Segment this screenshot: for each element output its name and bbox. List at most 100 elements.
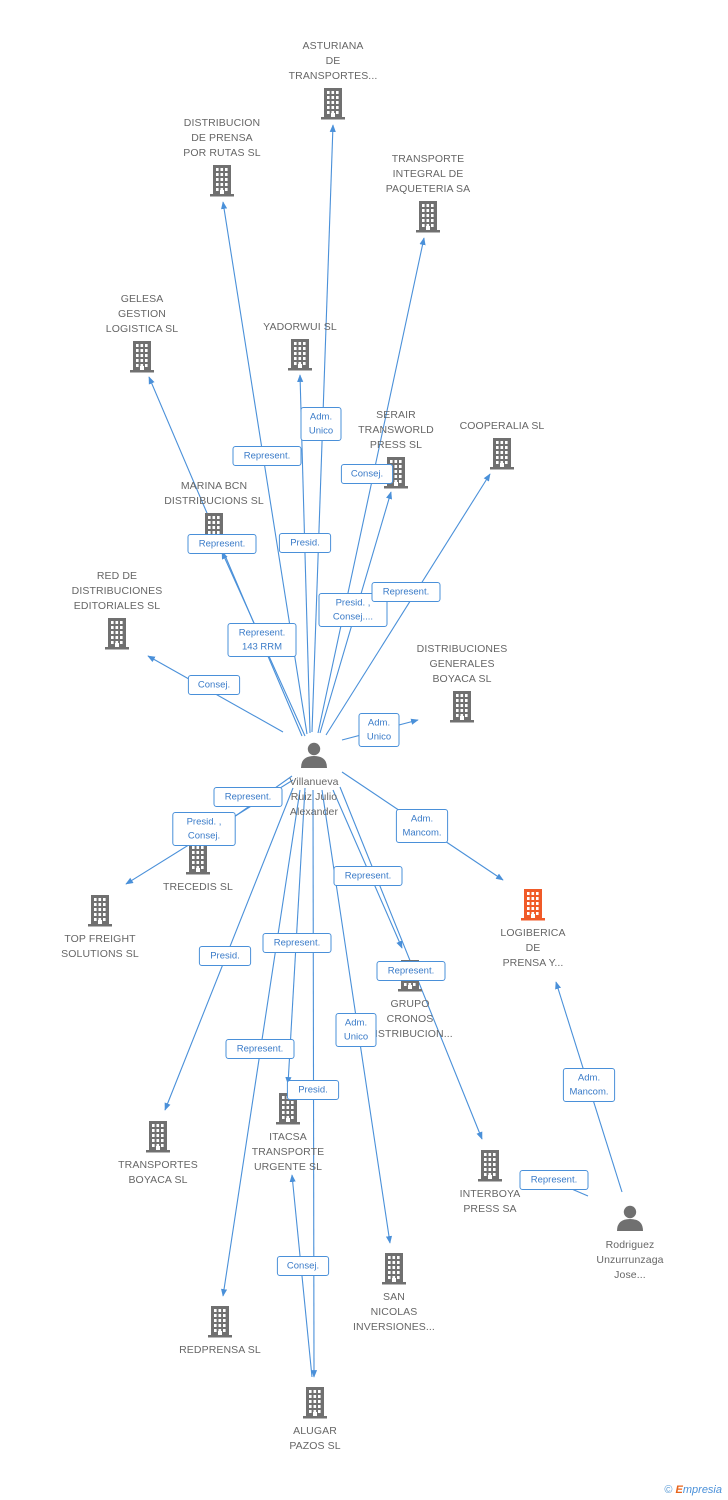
edge-label-text: Consej....	[333, 612, 373, 623]
node-top_freight[interactable]: TOP FREIGHT SOLUTIONS SL	[61, 895, 139, 960]
node-itacsa[interactable]: ITACSA TRANSPORTE URGENTE SL	[252, 1093, 325, 1173]
edge-label-box	[333, 866, 403, 886]
node-label-line: Ruiz Julio	[291, 791, 338, 803]
edge-label-text: Represent.	[239, 628, 285, 639]
node-san_nicolas[interactable]: SANNICOLASINVERSIONES...	[353, 1253, 435, 1333]
node-label-line: DISTRIBUCION...	[367, 1028, 453, 1040]
node-label-line: BOYACA SL	[432, 673, 491, 685]
node-label-line: Villanueva	[289, 776, 338, 788]
node-yadorwui[interactable]: YADORWUI SL	[263, 321, 337, 371]
building-icon	[210, 165, 234, 197]
edge-label-villanueva-to-san_nicolas[interactable]: Adm.Unico	[335, 1013, 377, 1047]
node-label-line: URGENTE SL	[254, 1161, 322, 1173]
edge-label-text: Adm.	[368, 718, 390, 729]
edge-label-text: Consej.	[351, 469, 383, 480]
edge-label-villanueva-to-marina[interactable]: Represent. 143 RRM	[227, 623, 297, 657]
edge-label-villanueva-to-asturiana[interactable]: Presid.	[278, 533, 332, 553]
edge-label-text: Represent.	[383, 587, 429, 598]
edge-label-text: Presid.	[290, 538, 320, 549]
edge-label-villanueva-to-transporte_integral[interactable]: Consej.	[340, 464, 394, 484]
node-label-line: ALUGAR	[293, 1425, 337, 1437]
edge-label-villanueva-to-yadorwui[interactable]: Adm.Unico	[300, 407, 342, 441]
edge-label-text: Represent.	[388, 966, 434, 977]
edge-label-villanueva-to-redprensa[interactable]: Represent.	[262, 933, 332, 953]
node-cooperalia[interactable]: COOPERALIA SL	[460, 420, 545, 470]
node-label-line: TRANSWORLD	[358, 424, 434, 436]
edge-label-villanueva-to-transportes_boyaca[interactable]: Presid.	[198, 946, 252, 966]
brand-logo-text: mpresia	[682, 1484, 722, 1496]
building-icon	[208, 1306, 232, 1338]
node-trecedis[interactable]: TRECEDIS SL	[163, 843, 233, 893]
edge-label-text: Represent.	[225, 792, 271, 803]
building-icon	[288, 339, 312, 371]
building-icon	[186, 843, 210, 875]
node-label-line: SOLUTIONS SL	[61, 948, 139, 960]
edge-label-text: Presid. ,	[336, 598, 371, 609]
edge-label-text: Represent.	[345, 871, 391, 882]
node-label-line: YADORWUI SL	[263, 321, 337, 333]
edge-label-alugar-to-itacsa[interactable]: Consej.	[276, 1256, 330, 1276]
node-label-line: GELESA	[121, 293, 164, 305]
edge-label-text: 143 RRM	[242, 642, 282, 653]
node-label-line: REDPRENSA SL	[179, 1344, 261, 1356]
edge-label-villanueva-to-cooperalia[interactable]: Represent.	[371, 582, 441, 602]
edge-label-text: Consej.	[287, 1261, 319, 1272]
edge-label-box	[519, 1170, 589, 1190]
node-asturiana[interactable]: ASTURIANADETRANSPORTES...	[289, 40, 378, 120]
edge-label-villanueva-to-red_distribuciones[interactable]: Consej.	[187, 675, 241, 695]
node-label-line: INTERBOYA	[460, 1188, 521, 1200]
node-label-line: TRANSPORTES	[118, 1159, 198, 1171]
node-label-line: Rodriguez	[606, 1239, 655, 1251]
node-label-line: PRESS SL	[370, 439, 422, 451]
edge-label-text: Adm.	[578, 1073, 600, 1084]
person-icon	[301, 742, 327, 768]
edge-label-text: Represent.	[531, 1175, 577, 1186]
node-label-line: TRANSPORTE	[252, 1146, 325, 1158]
node-label-line: ITACSA	[269, 1131, 307, 1143]
edge-label-box	[340, 464, 394, 484]
node-alugar[interactable]: ALUGAR PAZOS SL	[289, 1387, 341, 1452]
building-icon	[105, 618, 129, 650]
edge-label-rodriguez-to-interboya[interactable]: Represent.	[519, 1170, 589, 1190]
building-icon	[382, 1253, 406, 1285]
edge-label-villanueva-to-alugar[interactable]: Presid.	[286, 1080, 340, 1100]
building-icon	[276, 1093, 300, 1125]
node-label-line: LOGISTICA SL	[106, 323, 178, 335]
node-label-line: TRECEDIS SL	[163, 881, 233, 893]
edge-label-villanueva-to-top_freight[interactable]: Presid. ,Consej.	[172, 812, 236, 846]
edge-label-box	[227, 623, 297, 657]
building-icon	[303, 1387, 327, 1419]
edge-label-rodriguez-to-logiberica[interactable]: Adm.Mancom.	[562, 1068, 616, 1102]
node-redprensa[interactable]: REDPRENSA SL	[179, 1306, 261, 1356]
edge-label-box	[232, 446, 302, 466]
edge-label-villanueva-to-distribuciones_generales[interactable]: Adm.Unico	[358, 713, 400, 747]
edge-label-box	[213, 787, 283, 807]
node-rodriguez[interactable]: RodriguezUnzurrunzagaJose...	[596, 1205, 664, 1281]
edge-label-villanueva-to-grupo_cronos[interactable]: Represent.	[333, 866, 403, 886]
edge-label-villanueva-to-serair[interactable]: Presid. , Consej....	[318, 593, 388, 627]
node-label-line: TOP FREIGHT	[64, 933, 136, 945]
node-label-line: INTEGRAL DE	[393, 168, 464, 180]
edge-label-text: Unico	[309, 426, 333, 437]
edge-label-villanueva-to-itacsa[interactable]: Represent.	[225, 1039, 295, 1059]
edge-label-text: Represent.	[199, 539, 245, 550]
edge-label-box	[335, 1013, 377, 1047]
edge-label-villanueva-to-interboya[interactable]: Represent.	[376, 961, 446, 981]
edge-label-villanueva-to-gelesa[interactable]: Represent.	[187, 534, 257, 554]
node-label-line: INVERSIONES...	[353, 1321, 435, 1333]
edge-label-villanueva-to-distribucion_prensa[interactable]: Represent.	[232, 446, 302, 466]
edge-label-villanueva-to-trecedis[interactable]: Represent.	[213, 787, 283, 807]
edge-label-villanueva-to-logiberica[interactable]: Adm.Mancom.	[395, 809, 449, 843]
node-label-line: PAZOS SL	[289, 1440, 340, 1452]
node-label-line: CRONOS	[387, 1013, 434, 1025]
